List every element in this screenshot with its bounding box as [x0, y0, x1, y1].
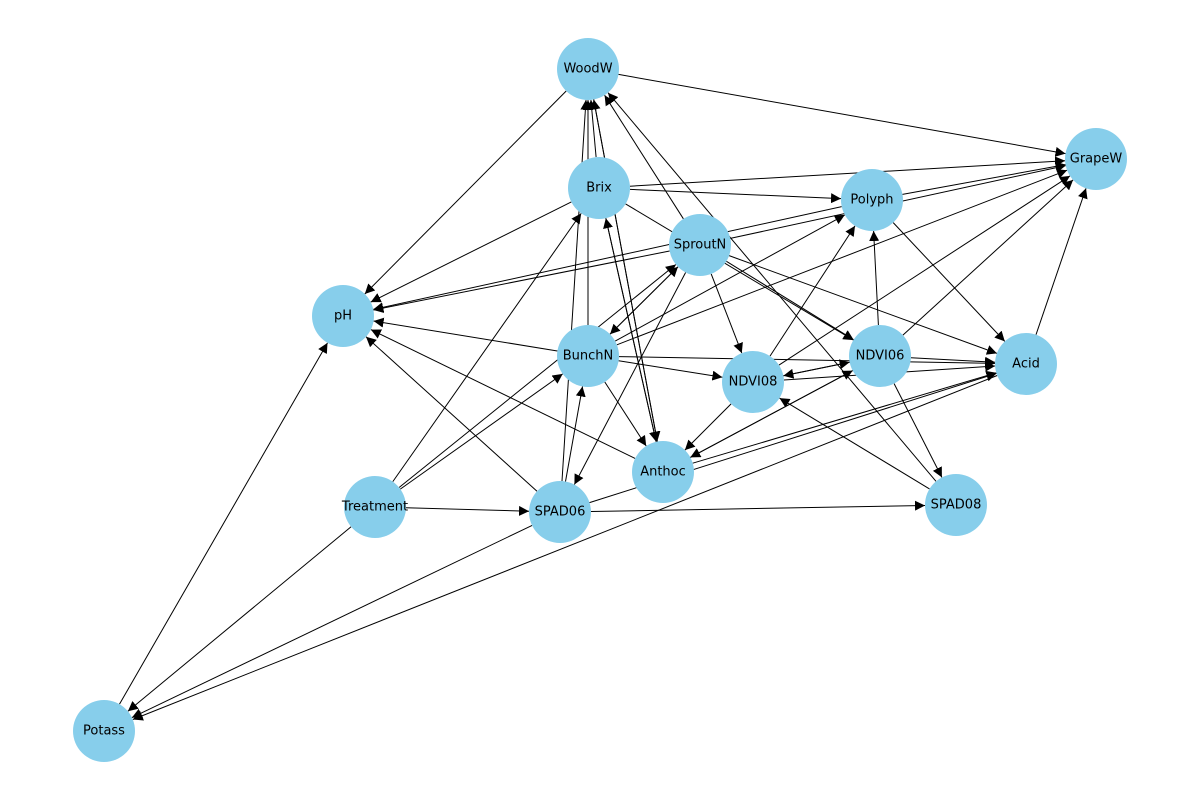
node-sproutn[interactable]: SproutN	[669, 214, 731, 276]
node-label: Polyph	[850, 193, 893, 208]
edge-potass-to-ph	[119, 342, 328, 705]
node-spad06[interactable]: SPAD06	[529, 481, 591, 543]
edge-treatment-to-potass	[127, 526, 352, 712]
node-circle[interactable]	[849, 325, 911, 387]
edge-anthoc-to-acid	[692, 370, 997, 464]
node-circle[interactable]	[73, 700, 135, 762]
edge-woodw-to-grapew	[618, 73, 1066, 157]
edge-brix-to-grapew	[629, 156, 1066, 187]
edge-bunchn-to-ndvi08	[618, 360, 723, 381]
node-label: SPAD08	[931, 498, 982, 513]
edge-polyph-to-grapew	[902, 161, 1066, 195]
node-circle[interactable]	[995, 333, 1057, 395]
edge-ndvi06-to-grapew	[902, 179, 1074, 336]
node-ph[interactable]: pH	[312, 285, 374, 347]
edge-sproutn-to-ndvi08	[710, 273, 743, 354]
node-circle[interactable]	[568, 157, 630, 219]
edge-treatment-to-spad06	[405, 505, 530, 516]
node-label: GrapeW	[1070, 152, 1123, 167]
node-circle[interactable]	[841, 169, 903, 231]
edge-ndvi06-to-spad08	[893, 383, 943, 478]
node-circle[interactable]	[722, 351, 784, 413]
edge-woodw-to-ph	[364, 90, 567, 295]
edge-polyph-to-acid	[892, 222, 1006, 342]
edge-sproutn-to-ndvi06	[726, 260, 854, 341]
edge-sproutn-to-woodw	[604, 94, 684, 220]
edge-ndvi08-to-grapew	[778, 175, 1071, 366]
edge-spad06-to-bunchn	[565, 386, 586, 482]
edge-ndvi08-to-anthoc	[684, 403, 732, 451]
node-label: Brix	[586, 181, 612, 196]
edge-bunchn-to-polyph	[614, 214, 846, 342]
node-label: NDVI08	[729, 375, 778, 390]
node-label: SPAD06	[535, 505, 586, 520]
node-circle[interactable]	[557, 325, 619, 387]
edge-brix-to-ndvi06	[625, 203, 854, 341]
edge-brix-to-ph	[370, 201, 572, 303]
edges-layer	[119, 73, 1088, 721]
edge-sproutn-to-spad06	[573, 272, 687, 485]
edge-bunchn-to-grapew	[616, 169, 1068, 346]
edge-spad06-to-woodw	[561, 99, 591, 482]
node-label: SproutN	[674, 238, 727, 253]
edge-brix-to-polyph	[629, 188, 842, 204]
node-anthoc[interactable]: Anthoc	[632, 441, 694, 503]
edge-anthoc-to-ndvi06	[690, 370, 853, 458]
edge-anthoc-to-ph	[370, 329, 636, 459]
edge-polyph-to-ph	[373, 206, 842, 313]
node-woodw[interactable]: WoodW	[557, 38, 619, 100]
edge-spad08-to-ndvi08	[779, 397, 930, 490]
edge-ndvi08-to-polyph	[769, 225, 856, 357]
node-circle[interactable]	[344, 476, 406, 538]
edge-anthoc-to-woodw	[590, 99, 658, 442]
node-circle[interactable]	[1065, 128, 1127, 190]
node-label: pH	[334, 309, 352, 324]
edge-ndvi06-to-acid	[910, 356, 996, 367]
edge-spad06-to-ph	[365, 336, 538, 492]
edge-spad08-to-woodw	[607, 92, 937, 482]
node-label: Potass	[83, 724, 125, 739]
node-acid[interactable]: Acid	[995, 333, 1057, 395]
edge-anthoc-to-brix	[603, 218, 657, 442]
node-ndvi06[interactable]: NDVI06	[849, 325, 911, 387]
node-label: NDVI06	[856, 349, 905, 364]
edge-spad06-to-spad08	[590, 500, 926, 512]
edge-spad06-to-potass	[131, 524, 533, 719]
edge-treatment-to-brix	[392, 213, 582, 482]
node-circle[interactable]	[632, 441, 694, 503]
node-label: Treatment	[341, 500, 408, 515]
node-circle[interactable]	[529, 481, 591, 543]
node-label: WoodW	[563, 62, 612, 77]
node-circle[interactable]	[312, 285, 374, 347]
edge-treatment-to-bunchn	[400, 373, 563, 490]
edge-bunchn-to-sproutn	[609, 266, 679, 335]
edge-bunchn-to-ph	[373, 317, 558, 352]
edge-acid-to-grapew	[1035, 188, 1088, 335]
node-bunchn[interactable]: BunchN	[557, 325, 619, 387]
node-treatment[interactable]: Treatment	[341, 476, 408, 538]
edge-sproutn-to-ph	[373, 250, 670, 313]
node-polyph[interactable]: Polyph	[841, 169, 903, 231]
node-brix[interactable]: Brix	[568, 157, 630, 219]
node-spad08[interactable]: SPAD08	[925, 474, 987, 536]
edge-acid-to-potass	[132, 375, 998, 721]
edge-ndvi06-to-polyph	[869, 230, 880, 326]
node-label: BunchN	[563, 349, 614, 364]
node-circle[interactable]	[669, 214, 731, 276]
edge-bunchn-to-anthoc	[604, 381, 647, 447]
node-circle[interactable]	[925, 474, 987, 536]
node-circle[interactable]	[557, 38, 619, 100]
edge-sproutn-to-acid	[728, 255, 998, 355]
node-label: Anthoc	[640, 465, 686, 480]
node-label: Acid	[1012, 357, 1040, 372]
node-grapew[interactable]: GrapeW	[1065, 128, 1127, 190]
edge-bunchn-to-acid	[618, 356, 996, 369]
edge-treatment-to-sproutn	[398, 264, 677, 488]
node-ndvi08[interactable]: NDVI08	[722, 351, 784, 413]
edge-ndvi08-to-ndvi06	[783, 359, 850, 377]
node-potass[interactable]: Potass	[73, 700, 135, 762]
